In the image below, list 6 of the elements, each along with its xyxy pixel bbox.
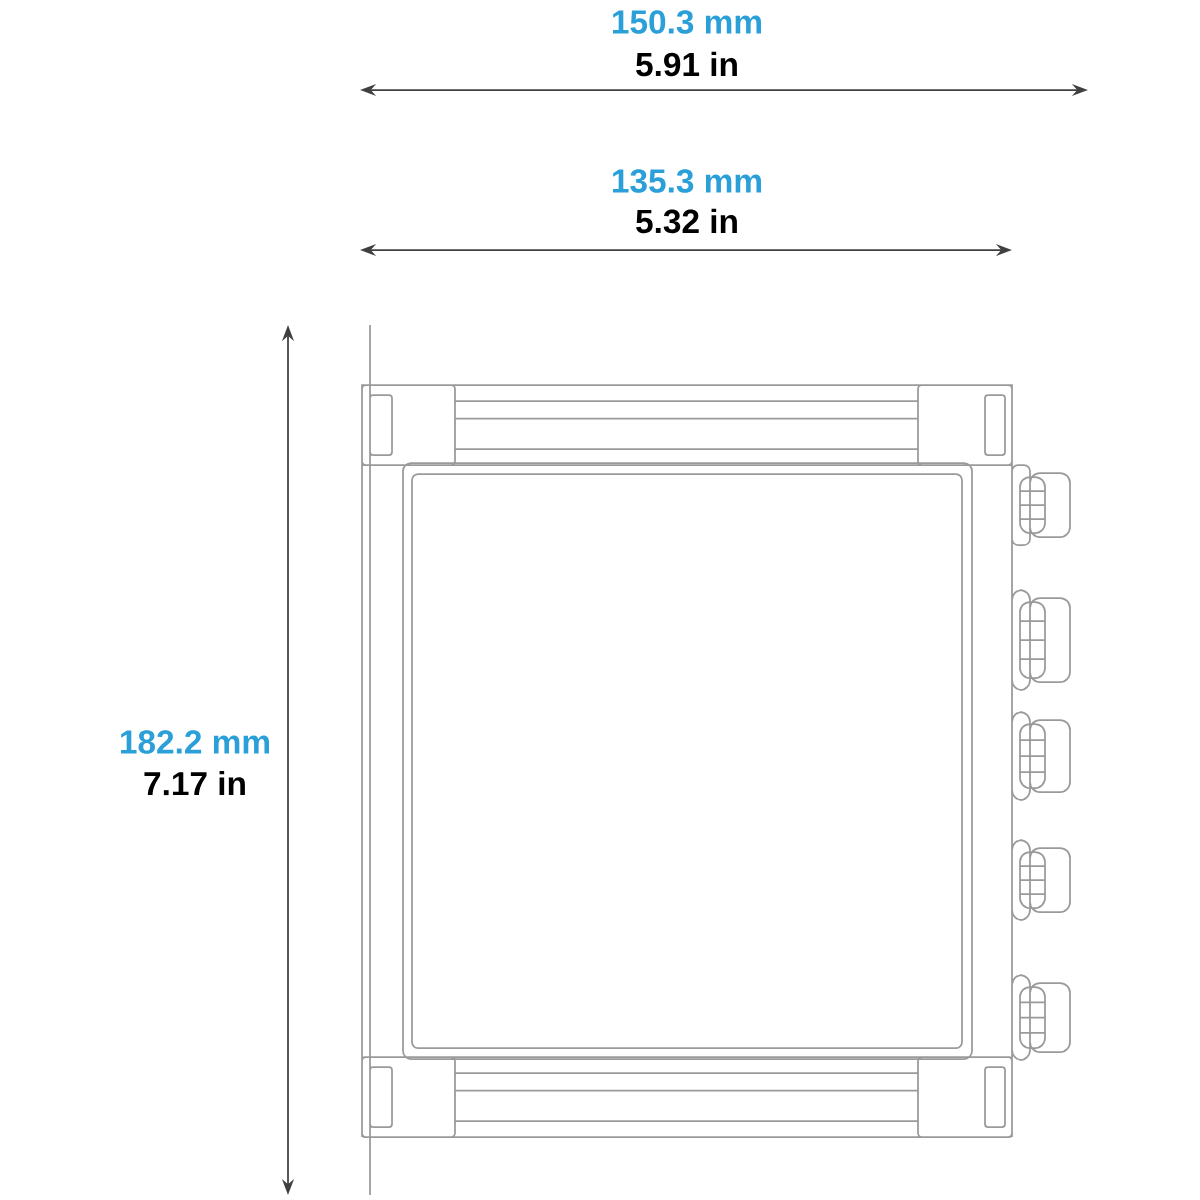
dimension-label: 182.2 mm: [121, 730, 269, 754]
dimension-label: 135.3 mm: [613, 169, 761, 193]
dimension-label: 5.91 in: [636, 51, 737, 77]
dimension-label: 150.3 mm: [613, 10, 761, 34]
dimension-label: 7.17 in: [144, 770, 245, 796]
dimension-label: 5.32 in: [636, 208, 737, 234]
